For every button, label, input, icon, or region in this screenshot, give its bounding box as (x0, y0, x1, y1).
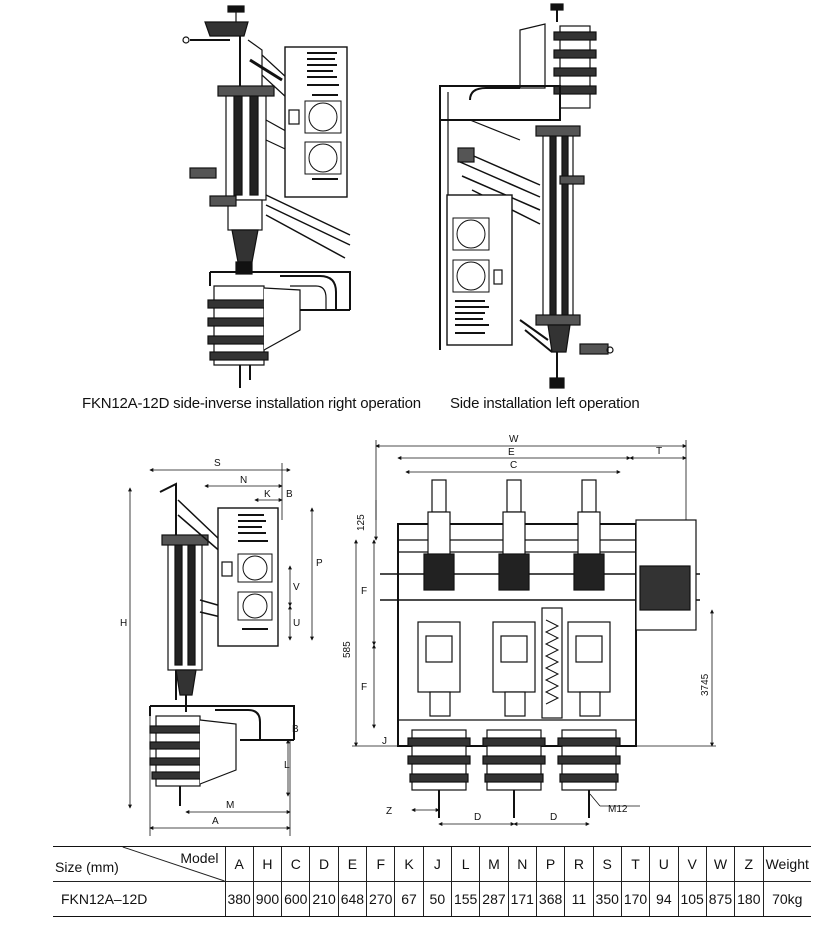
corner-diagonal (122, 847, 225, 881)
value-cell-s: 350 (592, 881, 622, 917)
header-cell-u: U (649, 846, 678, 882)
dim-585: 585 (342, 641, 353, 658)
dim-F-upper: F (361, 586, 367, 597)
header-cell-t: T (620, 846, 650, 882)
value-cell-v: 105 (677, 881, 707, 917)
header-cell-m: M (479, 846, 509, 882)
dim-E: E (508, 447, 515, 458)
value-cell-z: 180 (734, 881, 763, 917)
model-name-cell: FKN12A–12D (53, 881, 225, 917)
header-cell-a: A (224, 846, 254, 882)
view-side-left (439, 3, 614, 389)
header-cell-l: L (450, 846, 480, 882)
header-cell-j: J (422, 846, 452, 882)
dim-3745: 3745 (700, 673, 711, 696)
header-cell-k: K (394, 846, 424, 882)
dim-U: U (293, 618, 300, 629)
header-cell-s: S (592, 846, 622, 882)
dim-125: 125 (356, 514, 367, 531)
caption-side-inverse: FKN12A-12D side-inverse installation rig… (82, 395, 421, 412)
value-cell-c: 600 (281, 881, 310, 917)
dim-M: M (226, 800, 234, 811)
value-cell-w: 875 (705, 881, 735, 917)
dim-L: L (284, 760, 290, 771)
dim-D-1: D (474, 812, 481, 823)
bolt-label: M12 (608, 804, 628, 815)
value-cell-f: 270 (366, 881, 395, 917)
pole-1 (407, 479, 471, 818)
value-cell-l: 155 (450, 881, 480, 917)
dim-S: S (214, 458, 221, 469)
header-cell-r: R (564, 846, 594, 882)
value-cell-u: 94 (649, 881, 678, 917)
dim-V: V (293, 582, 300, 593)
view-dimension-side: S N K B H P V U L B M A (120, 458, 323, 836)
dim-K: K (264, 489, 271, 500)
header-cell-v: V (677, 846, 707, 882)
header-cell-c: C (281, 846, 310, 882)
dim-B2: B (292, 724, 299, 735)
value-cell-h: 900 (252, 881, 282, 917)
value-cell-k: 67 (394, 881, 424, 917)
value-cell-weight: 70kg (762, 881, 811, 917)
value-cell-e: 648 (337, 881, 367, 917)
dim-F-lower: F (361, 682, 367, 693)
header-cell-d: D (309, 846, 339, 882)
header-cell-z: Z (734, 846, 763, 882)
value-cell-n: 171 (507, 881, 537, 917)
value-cell-m: 287 (479, 881, 509, 917)
value-cell-r: 11 (564, 881, 594, 917)
dim-P: P (316, 558, 323, 569)
dim-Z: Z (386, 806, 392, 817)
header-cell-e: E (337, 846, 367, 882)
dim-H: H (120, 618, 127, 629)
dim-W: W (509, 434, 519, 445)
dim-A: A (212, 816, 219, 827)
header-cell-h: H (252, 846, 282, 882)
pole-3 (557, 479, 621, 818)
pole-2 (482, 479, 546, 818)
dim-D-2: D (550, 812, 557, 823)
dim-J: J (382, 736, 387, 747)
dim-B: B (286, 489, 293, 500)
value-cell-d: 210 (309, 881, 339, 917)
size-mm-label: Size (mm) (55, 859, 119, 875)
view-front: W E C T F F J Z D D M12 125 585 3745 (342, 434, 716, 826)
value-cell-t: 170 (620, 881, 650, 917)
header-cell-n: N (507, 846, 537, 882)
value-cell-j: 50 (422, 881, 452, 917)
header-corner-cell: Size (mm) Model (53, 846, 225, 882)
header-cell-p: P (535, 846, 565, 882)
header-cell-w: W (705, 846, 735, 882)
header-cell-weight: Weight (762, 846, 811, 882)
dim-N: N (240, 475, 247, 486)
value-cell-a: 380 (224, 881, 254, 917)
view-side-inverse-right (182, 5, 351, 388)
header-cell-f: F (366, 846, 395, 882)
model-label: Model (180, 850, 219, 866)
value-cell-p: 368 (535, 881, 565, 917)
dim-T: T (656, 446, 662, 457)
caption-side-left: Side installation left operation (450, 395, 640, 412)
dim-C: C (510, 460, 517, 471)
